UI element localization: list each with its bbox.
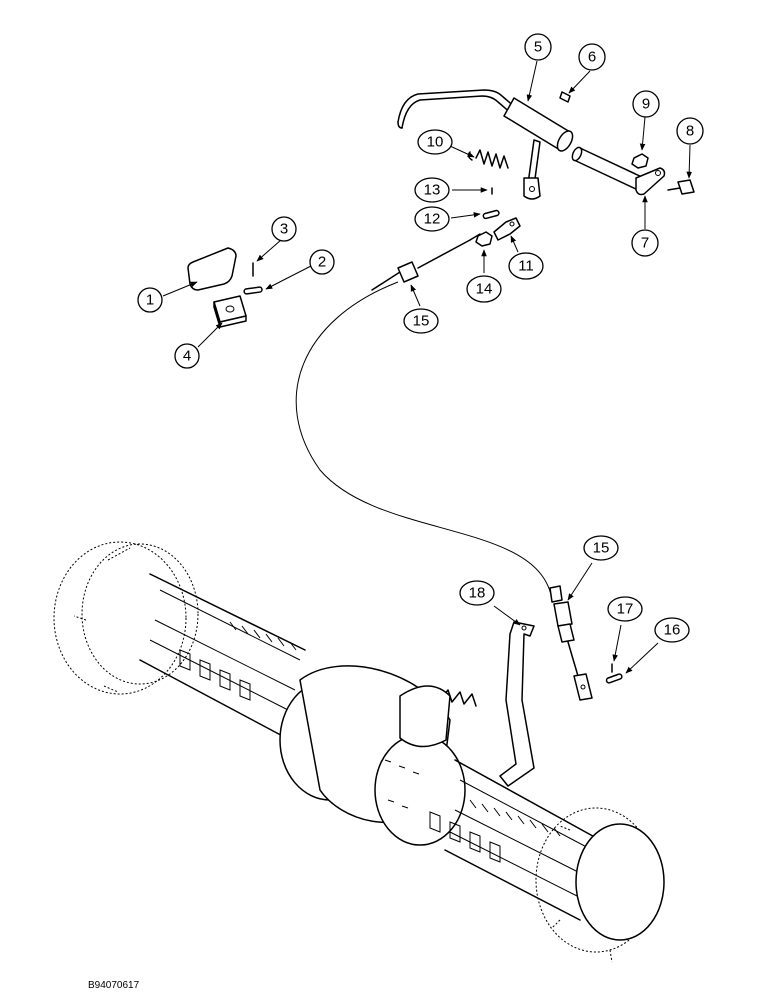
shaft-part [571, 146, 666, 196]
callout-label: 4 [183, 348, 191, 365]
callout-label: 14 [476, 281, 493, 298]
callout-1: 1 [137, 287, 163, 313]
grease-fitting-part [559, 91, 571, 103]
callout-label: 10 [427, 134, 444, 151]
callout-11: 11 [508, 252, 544, 280]
callout-16: 16 [654, 617, 690, 643]
cable-part [295, 233, 593, 701]
callout-9: 9 [632, 90, 660, 118]
callout-2: 2 [309, 249, 335, 275]
callout-label: 9 [642, 96, 650, 113]
callout-14: 14 [466, 275, 502, 303]
callout-label: 16 [664, 622, 681, 639]
figure-code: B94070617 [88, 980, 140, 991]
callout-label: 11 [518, 258, 534, 275]
callout-label: 2 [318, 254, 326, 271]
callout-15-lower: 15 [583, 535, 619, 561]
callout-15-upper: 15 [403, 308, 439, 334]
callout-6: 6 [578, 43, 606, 71]
callout-label: 18 [469, 585, 486, 602]
lower-pin-part [605, 663, 623, 684]
axle-housing [53, 541, 665, 963]
bracket-part [499, 621, 535, 787]
nut-part [631, 153, 649, 169]
callout-17: 17 [607, 596, 643, 622]
callout-18: 18 [459, 580, 495, 606]
callout-13: 13 [414, 177, 450, 203]
clevis-pin-part [482, 209, 500, 220]
callout-label: 1 [146, 292, 154, 309]
callout-label: 8 [686, 123, 694, 140]
callout-label: 3 [280, 221, 288, 238]
plate-part [213, 295, 247, 328]
callout-label: 12 [424, 211, 441, 228]
callout-10: 10 [417, 129, 453, 155]
callout-4: 4 [174, 343, 200, 369]
callout-5: 5 [524, 33, 552, 61]
lever-rod-part [397, 89, 574, 200]
pin-part [243, 286, 263, 295]
callout-3: 3 [271, 216, 297, 242]
callout-label: 7 [641, 235, 649, 252]
clevis-part [493, 217, 521, 241]
pad-part [187, 247, 237, 291]
callout-8: 8 [676, 117, 704, 145]
leader-lines [162, 60, 692, 674]
callout-label: 15 [413, 313, 430, 330]
callout-12: 12 [414, 206, 450, 232]
callout-label: 5 [534, 39, 542, 56]
callout-label: 15 [593, 540, 610, 557]
bolt-part [667, 179, 695, 195]
jam-nut-part [475, 231, 493, 247]
spring-part [467, 149, 509, 169]
callout-label: 13 [424, 182, 441, 199]
callout-label: 17 [617, 601, 634, 618]
callout-7: 7 [631, 229, 659, 257]
callout-label: 6 [588, 49, 596, 66]
